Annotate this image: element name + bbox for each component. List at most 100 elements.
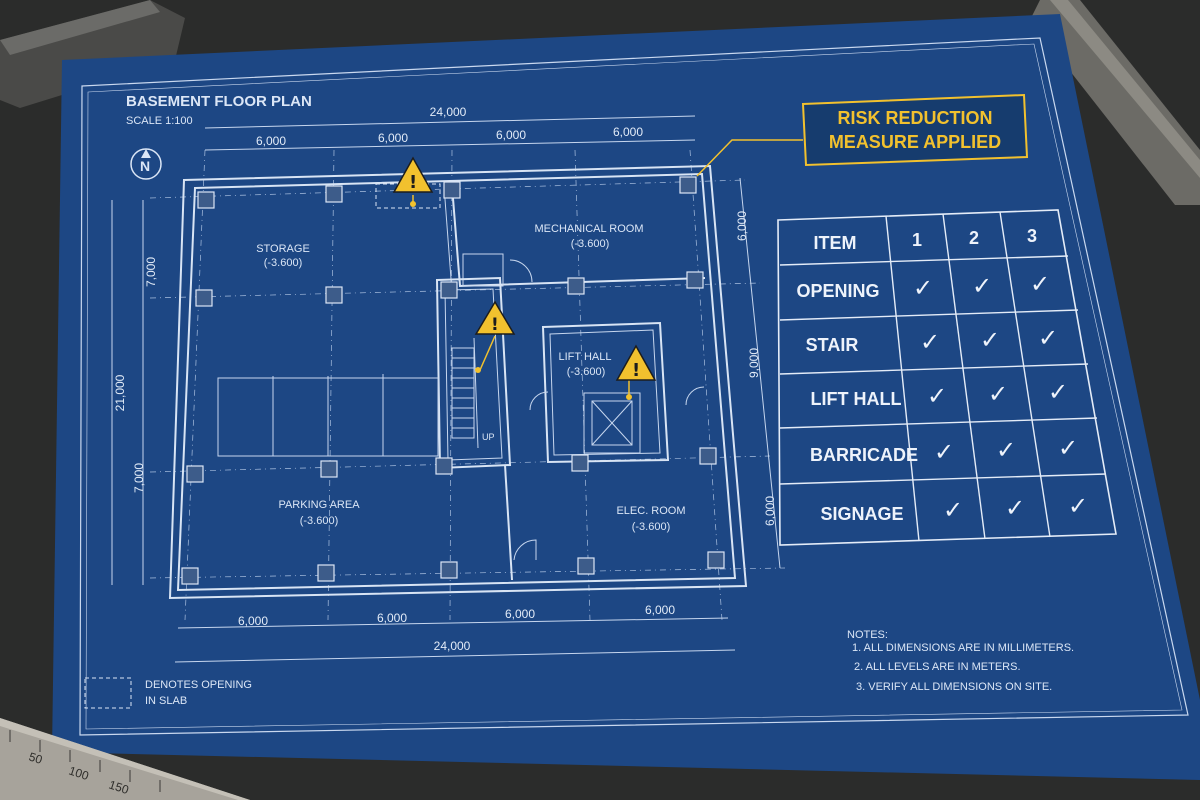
check-mark: ✓ [1068,492,1088,520]
svg-text:6,000: 6,000 [763,496,777,526]
check-mark: ✓ [980,326,1000,354]
north-label: N [140,158,150,174]
row-item: OPENING [796,281,879,301]
svg-text:6,000: 6,000 [505,607,535,621]
svg-text:9,000: 9,000 [747,348,761,378]
dimensions-top: 24,000 6,000 6,000 6,000 6,000 [204,105,696,151]
svg-text:6,000: 6,000 [256,134,286,148]
svg-text:!: ! [491,315,499,335]
legend-line-1: DENOTES OPENING [145,679,252,691]
steel-ruler: 50 100 150 [0,718,250,800]
room-level: (-3.600) [300,515,339,527]
warning-icon [474,300,516,335]
svg-text:6,000: 6,000 [735,211,749,241]
svg-text:7,000: 7,000 [144,257,158,287]
table-header-1: 1 [912,230,922,250]
check-mark: ✓ [943,496,963,524]
table-header-item: ITEM [814,233,857,253]
row-item: STAIR [806,335,859,355]
ruler-tick-label: 150 [107,778,131,798]
svg-text:24,000: 24,000 [434,639,471,653]
check-mark: ✓ [1038,324,1058,352]
svg-text:24,000: 24,000 [430,105,467,119]
note-item: 1. ALL DIMENSIONS ARE IN MILLIMETERS. [852,642,1074,654]
callout-line-1: RISK REDUCTION [837,108,992,128]
room-lift-hall: LIFT HALL (-3.600) [559,351,612,378]
check-mark: ✓ [988,380,1008,408]
row-item: SIGNAGE [820,504,903,524]
dimensions-bottom: 6,000 6,000 6,000 6,000 24,000 [174,603,736,663]
row-item: BARRICADE [810,445,918,465]
room-storage: STORAGE (-3.600) [256,243,310,269]
svg-text:6,000: 6,000 [378,131,408,145]
hammer-head [0,0,185,108]
check-mark: ✓ [1005,494,1025,522]
stair-treads: UP [451,337,495,449]
dimensions-left: 21,000 7,000 7,000 [111,200,158,585]
svg-text:6,000: 6,000 [496,128,526,142]
metal-rod [1030,0,1200,205]
stair-up-label: UP [482,432,495,442]
columns [181,176,725,585]
table-header-3: 3 [1027,226,1037,246]
table-row: OPENING ✓ ✓ ✓ [796,270,1050,302]
warning-marker-lift-hall: ! [615,344,657,400]
room-name: ELEC. ROOM [616,505,685,517]
svg-text:6,000: 6,000 [613,125,643,139]
parking-bays [217,374,439,457]
ruler-tick-label: 100 [67,764,91,784]
row-item: LIFT HALL [811,389,902,409]
check-mark: ✓ [927,382,947,410]
room-level: (-3.600) [567,366,606,378]
check-mark: ✓ [1058,434,1078,462]
room-level: (-3.600) [632,521,671,533]
north-arrow-icon: N [130,148,162,180]
lift-shaft [583,392,641,454]
check-mark: ✓ [934,438,954,466]
svg-text:6,000: 6,000 [238,614,268,628]
plan-scale: SCALE 1:100 [126,115,193,127]
warning-icon [392,156,434,193]
note-item: 3. VERIFY ALL DIMENSIONS ON SITE. [856,681,1052,693]
warning-marker-stair: ! [474,300,516,373]
svg-text:21,000: 21,000 [113,374,127,411]
check-mark: ✓ [1030,270,1050,298]
legend-line-2: IN SLAB [145,695,187,707]
callout-line-2: MEASURE APPLIED [829,132,1001,152]
table-row: LIFT HALL ✓ ✓ ✓ [811,378,1069,410]
interior-walls [217,185,706,581]
room-name: PARKING AREA [278,499,360,511]
svg-text:6,000: 6,000 [645,603,675,617]
table-header-2: 2 [969,228,979,248]
table-row: SIGNAGE ✓ ✓ ✓ [820,492,1088,524]
room-parking: PARKING AREA (-3.600) [278,499,360,527]
notes-title: NOTES: [847,629,888,641]
dimensions-right: 6,000 9,000 6,000 [735,177,781,569]
room-elec: ELEC. ROOM (-3.600) [616,505,685,533]
table-row: STAIR ✓ ✓ ✓ [806,324,1058,356]
ruler-tick-label: 50 [27,750,44,768]
check-mark: ✓ [913,274,933,302]
notes-block: NOTES: 1. ALL DIMENSIONS ARE IN MILLIMET… [847,629,1074,693]
room-mechanical: MECHANICAL ROOM (-3.600) [535,223,644,250]
opening-legend: DENOTES OPENING IN SLAB [84,677,252,709]
svg-text:!: ! [632,360,640,381]
check-mark: ✓ [996,436,1016,464]
warning-icon [615,344,657,381]
warning-marker-opening: ! [392,156,434,207]
sheet-border [79,37,1189,736]
svg-text:6,000: 6,000 [377,611,407,625]
room-name: MECHANICAL ROOM [535,223,644,235]
outer-walls [168,164,748,600]
risk-reduction-callout: RISK REDUCTION MEASURE APPLIED [696,93,1029,177]
svg-text:!: ! [409,172,417,193]
plan-title: BASEMENT FLOOR PLAN [126,93,312,110]
room-level: (-3.600) [264,257,303,269]
room-level: (-3.600) [571,238,610,250]
room-name: STORAGE [256,243,310,255]
note-item: 2. ALL LEVELS ARE IN METERS. [854,661,1021,673]
svg-text:7,000: 7,000 [132,463,146,493]
room-name: LIFT HALL [559,351,612,363]
risk-checklist-table: ITEM 1 2 3 OPENING ✓ ✓ ✓ STAIR ✓ ✓ ✓ LIF… [777,209,1117,546]
